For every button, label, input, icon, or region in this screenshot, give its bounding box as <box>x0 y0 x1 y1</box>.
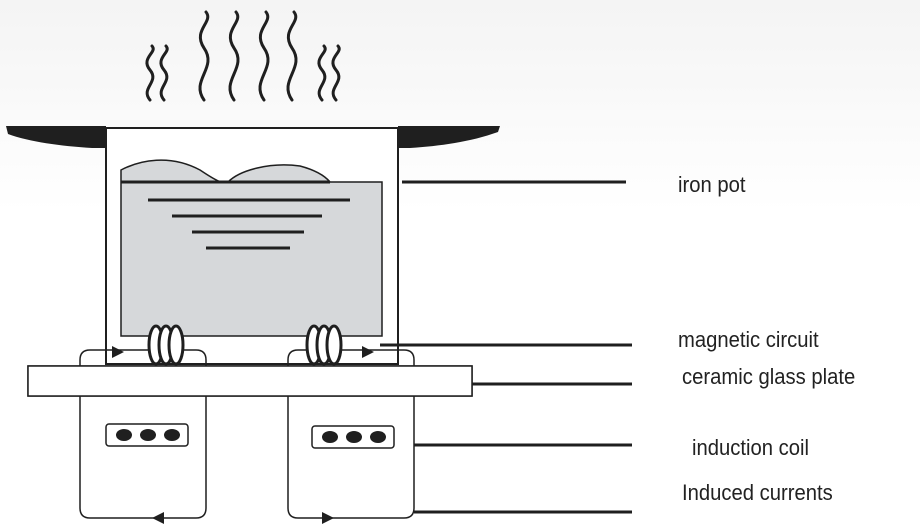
current-arrow-icon <box>112 346 124 358</box>
steam-icon <box>145 10 341 102</box>
label-iron-pot: iron pot <box>678 172 746 197</box>
magnetic-circuit-left <box>147 324 185 366</box>
liquid-lines <box>121 180 350 250</box>
label-magnetic-circuit: magnetic circuit <box>678 327 819 352</box>
magnetic-circuit-right <box>305 324 343 366</box>
label-ceramic-glass-plate: ceramic glass plate <box>682 364 856 389</box>
induction-coil-right <box>311 425 395 449</box>
coil-housing-left <box>79 349 207 519</box>
label-induced-currents: Induced currents <box>682 480 833 505</box>
pot-handle-right <box>398 126 500 148</box>
label-induction-coil: induction coil <box>692 435 810 460</box>
pot-handle-left <box>6 126 106 148</box>
induction-coil-left <box>105 423 189 447</box>
current-arrow-icon <box>362 346 374 358</box>
current-arrow-icon <box>322 512 334 524</box>
coil-housing-right <box>287 349 415 519</box>
current-arrow-icon <box>152 512 164 524</box>
